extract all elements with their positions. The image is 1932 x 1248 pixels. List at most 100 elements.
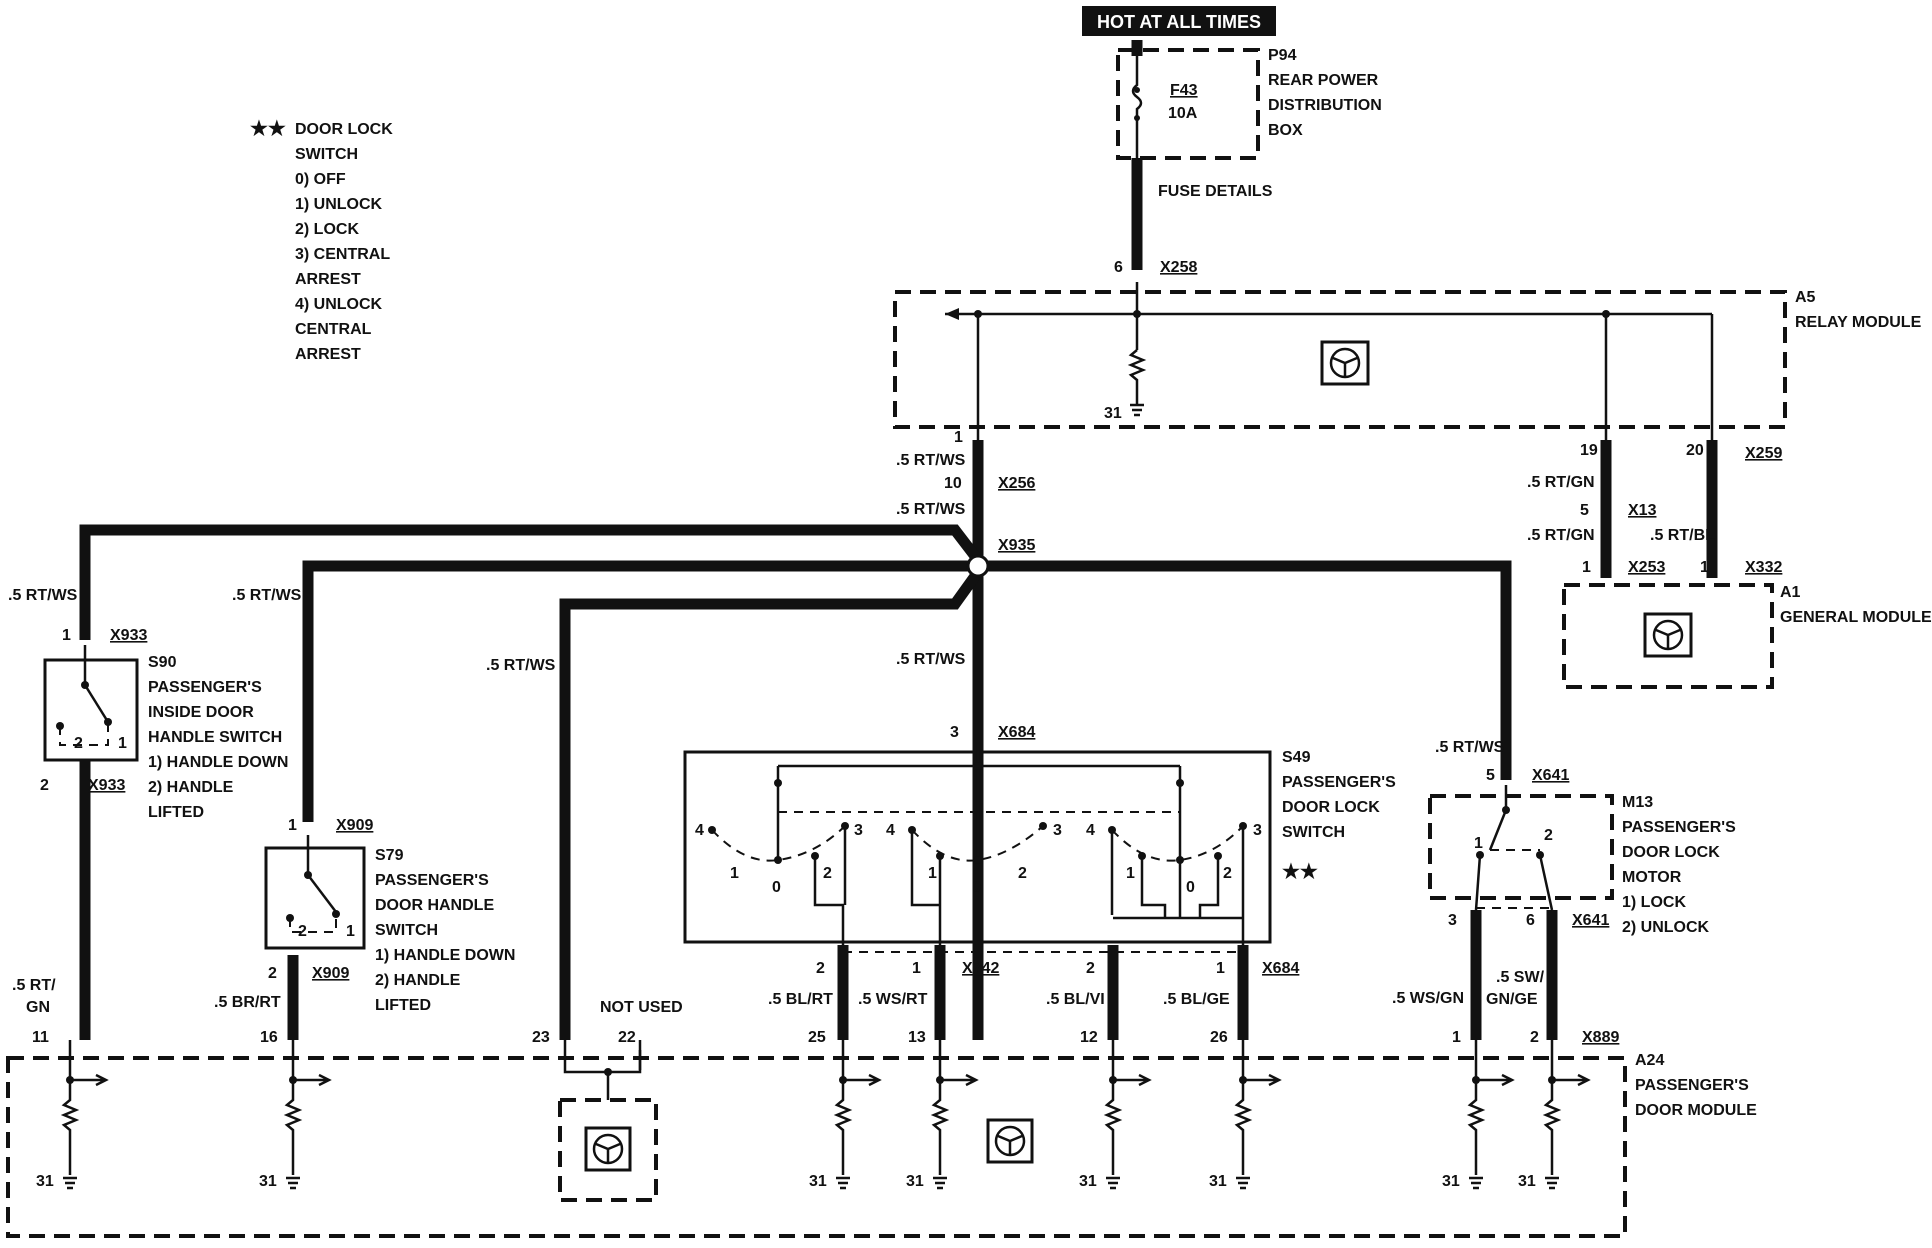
ground-icon [1469, 1176, 1483, 1190]
a5-id: A5 [1795, 289, 1816, 306]
svg-text:DOOR LOCK: DOOR LOCK [1622, 844, 1720, 861]
a24-pin-labels: 11 16 23 22 NOT USED 25 13 12 26 1 2 X88… [32, 999, 1619, 1046]
wire-label: .5 WS/RT [858, 991, 928, 1008]
svg-text:22: 22 [618, 1029, 636, 1046]
connector-label: X13 [1628, 502, 1657, 519]
wire-label: .5 RT/WS [896, 501, 966, 518]
wire-label: .5 RT/ [12, 977, 56, 994]
ground-icon [63, 1176, 77, 1190]
svg-text:2: 2 [816, 960, 825, 977]
svg-text:1: 1 [1582, 559, 1591, 576]
signal-arrow [293, 1073, 332, 1087]
svg-text:DOOR HANDLE: DOOR HANDLE [375, 897, 494, 914]
svg-text:1: 1 [288, 817, 297, 834]
svg-text:2: 2 [268, 965, 277, 982]
connector-label: X641 [1572, 912, 1609, 929]
wire-label: .5 RT/WS [896, 651, 966, 668]
svg-text:1: 1 [928, 865, 937, 882]
svg-text:4: 4 [695, 822, 704, 839]
svg-text:2) HANDLE: 2) HANDLE [375, 972, 461, 989]
svg-text:23: 23 [532, 1029, 550, 1046]
wire-label: .5 RT/WS [8, 587, 78, 604]
svg-text:2: 2 [40, 777, 49, 794]
svg-text:1: 1 [954, 429, 963, 446]
wire-label: .5 RT/BL [1650, 527, 1715, 544]
wire-label: .5 BL/GE [1163, 991, 1230, 1008]
s49-id: S49 [1282, 749, 1311, 766]
svg-text:3: 3 [1053, 822, 1062, 839]
connector-label: X933 [110, 627, 147, 644]
pull-down-resistor [60, 1040, 80, 1175]
svg-text:SWITCH: SWITCH [1282, 824, 1345, 841]
legend-stars: ★★ [250, 118, 286, 140]
wire-label: .5 BL/RT [768, 991, 833, 1008]
ground-label: 31 [1209, 1173, 1227, 1190]
svg-text:4: 4 [1086, 822, 1095, 839]
svg-text:LIFTED: LIFTED [148, 804, 204, 821]
svg-text:13: 13 [908, 1029, 926, 1046]
hot-label-box [1082, 6, 1276, 36]
legend-line: 4) UNLOCK [295, 296, 383, 313]
not-used-label: NOT USED [600, 999, 683, 1016]
legend-line: ARREST [295, 271, 361, 288]
a24-door-module: A24 PASSENGER'S DOOR MODULE [6, 1040, 1757, 1238]
svg-text:20: 20 [1686, 442, 1704, 459]
pin-label: 6 [1114, 259, 1123, 276]
svg-text:11: 11 [32, 1029, 49, 1046]
svg-text:4: 4 [886, 822, 895, 839]
pull-down-resistor [1233, 1040, 1253, 1175]
connector-label: X909 [312, 965, 349, 982]
connector-label: X641 [1532, 767, 1569, 784]
wire-label: .5 BL/VI [1046, 991, 1105, 1008]
svg-text:INSIDE DOOR: INSIDE DOOR [148, 704, 254, 721]
legend-line: SWITCH [295, 146, 358, 163]
wire-label: GN/GE [1486, 991, 1538, 1008]
svg-text:3: 3 [854, 822, 863, 839]
svg-text:1: 1 [730, 865, 739, 882]
signal-arrow [1243, 1073, 1282, 1087]
a1-general-module: A1 GENERAL MODULE [1562, 583, 1932, 689]
svg-text:6: 6 [1526, 912, 1535, 929]
wire-label: .5 SW/ [1496, 969, 1545, 986]
svg-text:1: 1 [912, 960, 921, 977]
svg-text:5: 5 [1486, 767, 1495, 784]
p94-line: DISTRIBUTION [1268, 97, 1382, 114]
s90-id: S90 [148, 654, 177, 671]
svg-text:16: 16 [260, 1029, 278, 1046]
svg-text:1: 1 [62, 627, 71, 644]
p94-line: BOX [1268, 122, 1303, 139]
wire-label: .5 RT/GN [1527, 527, 1595, 544]
svg-text:PASSENGER'S: PASSENGER'S [375, 872, 489, 889]
wire-label: .5 BR/RT [214, 994, 281, 1011]
signal-arrow [1113, 1073, 1152, 1087]
svg-text:2) UNLOCK: 2) UNLOCK [1622, 919, 1710, 936]
wire-label: .5 WS/GN [1392, 990, 1464, 1007]
svg-text:3: 3 [1253, 822, 1262, 839]
svg-text:1: 1 [1216, 960, 1225, 977]
a24-id: A24 [1635, 1052, 1664, 1069]
wire-label: GN [26, 999, 50, 1016]
pull-down-resistor [1103, 1040, 1123, 1175]
connector-label: X889 [1582, 1029, 1619, 1046]
svg-text:2: 2 [1223, 865, 1232, 882]
svg-text:HANDLE SWITCH: HANDLE SWITCH [148, 729, 282, 746]
signal-arrow [70, 1073, 109, 1087]
svg-text:PASSENGER'S: PASSENGER'S [1622, 819, 1736, 836]
connector-label: X332 [1745, 559, 1782, 576]
legend-line: 1) UNLOCK [295, 196, 383, 213]
svg-text:2: 2 [1530, 1029, 1539, 1046]
wire-label: .5 RT/WS [1435, 739, 1505, 756]
svg-text:1: 1 [1700, 559, 1709, 576]
wire-label: .5 RT/WS [486, 657, 556, 674]
legend-line: 0) OFF [295, 171, 346, 188]
ground-label: 31 [1518, 1173, 1536, 1190]
fuse-details: FUSE DETAILS [1158, 183, 1273, 200]
signal-arrow [940, 1073, 979, 1087]
svg-text:0: 0 [772, 879, 781, 896]
connector-label: X258 [1160, 259, 1197, 276]
p94-id: P94 [1268, 47, 1297, 64]
wire-label: .5 RT/WS [896, 452, 966, 469]
connector-label: X253 [1628, 559, 1665, 576]
s49-door-lock-switch: 3 X684 4 3 1 0 2 4 3 1 0 2 4 3 1 [683, 724, 1396, 945]
wire-label: .5 RT/GN [1527, 474, 1595, 491]
